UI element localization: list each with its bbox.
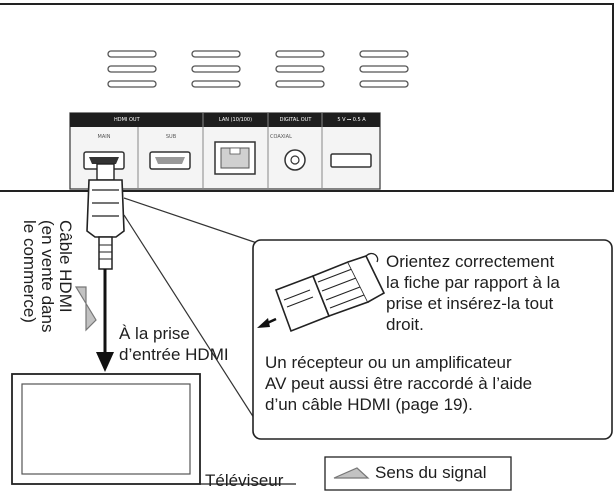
hdmi-out-label: HDMI OUT — [114, 117, 140, 123]
vent-grille — [107, 50, 409, 88]
digital-out-label: DIGITAL OUT — [279, 117, 312, 123]
cable-label-line-2: (en vente dans — [38, 220, 57, 333]
signal-legend-arrow — [333, 467, 370, 479]
callout-receiver-line-3: d’un câble HDMI (page 19). — [265, 395, 473, 414]
callout-orient-line-3: prise et insérez-la tout — [386, 294, 554, 313]
lan-label: LAN (10/100) — [218, 117, 253, 123]
callout-receiver-line-1: Un récepteur ou un amplificateur — [265, 353, 512, 372]
callout-receiver-line-2: AV peut aussi être raccordé à l’aide — [265, 374, 533, 393]
coaxial-label: COAXIAL — [270, 134, 292, 140]
signal-legend-label: Sens du signal — [375, 463, 487, 482]
player-back-panel — [0, 3, 614, 192]
input-label-line-1: À la prise — [119, 324, 190, 343]
connection-arrow — [96, 269, 114, 372]
callout-orient-line-4: droit. — [386, 315, 424, 334]
sub-label: SUB — [165, 134, 177, 140]
coaxial-port — [284, 149, 306, 171]
callout-orient-line-1: Orientez correctement — [386, 252, 555, 271]
input-label-line-2: d’entrée HDMI — [119, 345, 229, 364]
hdmi-cable — [86, 163, 125, 270]
tv-outline — [11, 373, 296, 485]
signal-arrow-down — [74, 286, 97, 332]
signal-legend — [324, 456, 512, 491]
callout-orient-line-2: la fiche par rapport à la — [386, 273, 560, 292]
zoom-lines — [123, 197, 261, 419]
main-label: MAIN — [97, 134, 111, 140]
cable-label-line-3: le commerce) — [20, 220, 39, 323]
tv-label: Téléviseur — [205, 471, 284, 490]
usb-label: 5 V ⎓ 0.5 A — [337, 117, 366, 123]
cable-label-line-1: Câble HDMI — [56, 220, 75, 313]
usb-port — [330, 153, 372, 168]
zoomed-hdmi-plug — [257, 252, 386, 333]
